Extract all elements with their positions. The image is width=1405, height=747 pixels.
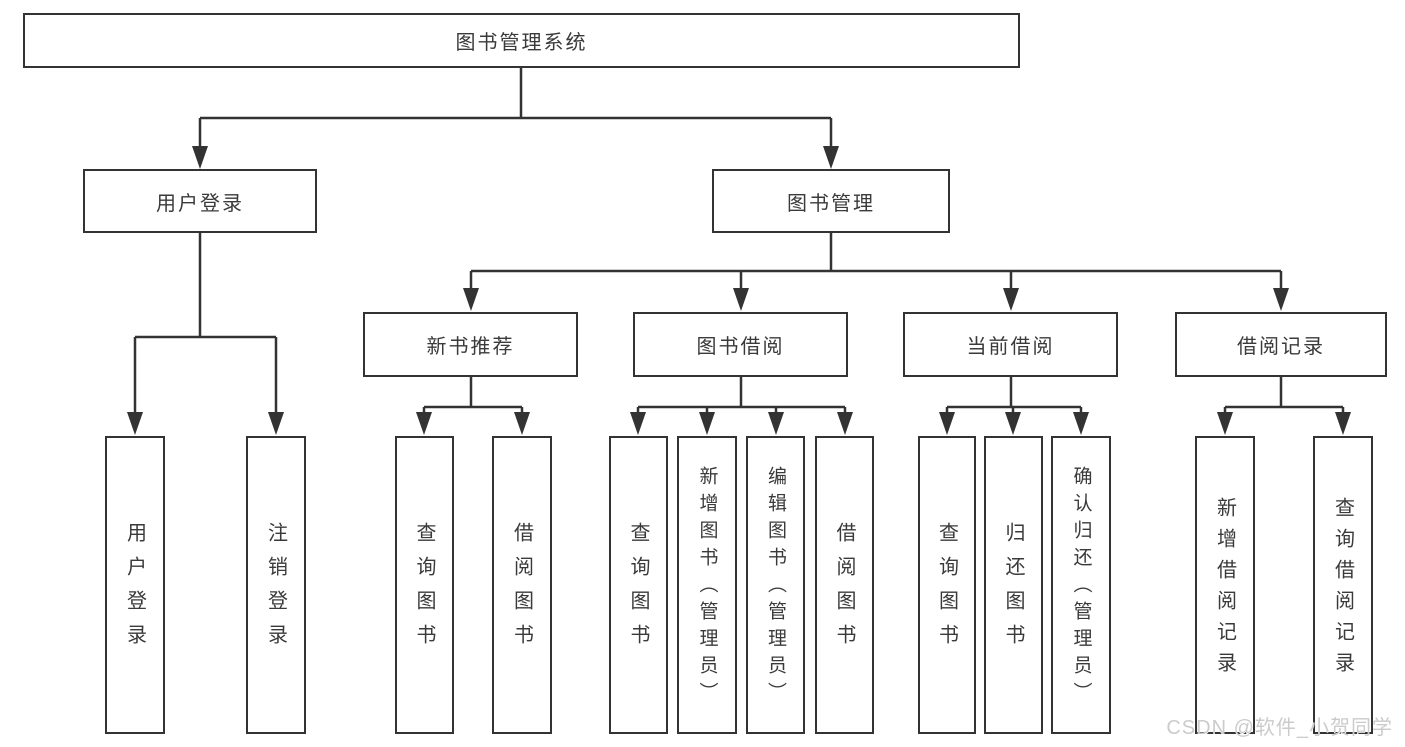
leaf-user-login: 用户登录 <box>105 436 165 734</box>
node-current-borrow: 当前借阅 <box>903 312 1118 377</box>
leaf-query-books-current: 查询图书 <box>918 436 976 734</box>
node-book-borrow: 图书借阅 <box>633 312 848 377</box>
leaf-borrow-books-recommend: 借阅图书 <box>492 436 552 734</box>
node-new-book-recommend: 新书推荐 <box>363 312 578 377</box>
leaf-confirm-return-admin: 确认归还（管理员） <box>1051 436 1111 734</box>
leaf-edit-book-admin: 编辑图书（管理员） <box>746 436 805 734</box>
leaf-query-books-borrow: 查询图书 <box>609 436 668 734</box>
leaf-borrow-books: 借阅图书 <box>815 436 874 734</box>
leaf-add-borrow-record: 新增借阅记录 <box>1195 436 1255 734</box>
leaf-query-borrow-record: 查询借阅记录 <box>1313 436 1373 734</box>
leaf-add-book-admin: 新增图书（管理员） <box>677 436 737 734</box>
leaf-return-book: 归还图书 <box>984 436 1043 734</box>
node-user-login: 用户登录 <box>83 169 317 233</box>
node-borrow-records: 借阅记录 <box>1175 312 1387 377</box>
node-root: 图书管理系统 <box>23 13 1020 68</box>
watermark: CSDN @软件_小贺同学 <box>1166 717 1393 739</box>
node-book-management: 图书管理 <box>712 169 950 233</box>
leaf-query-books-recommend: 查询图书 <box>395 436 454 734</box>
leaf-logout: 注销登录 <box>246 436 306 734</box>
